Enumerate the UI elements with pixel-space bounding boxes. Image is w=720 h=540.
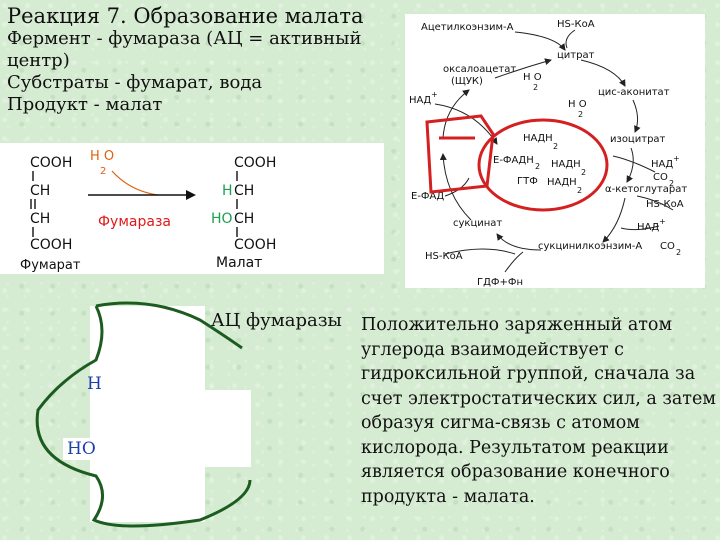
page-title: Реакция 7. Образование малата: [7, 4, 364, 28]
nad-right2-sup: +: [659, 217, 666, 226]
nadh2-mid-sub: 2: [581, 168, 586, 177]
enzyme-label: Фумараза: [98, 214, 171, 230]
water-sub: 2: [100, 166, 106, 177]
explanation-text: Положительно заряженный атом углерода вз…: [361, 315, 716, 507]
gdf: ГДФ+Фн: [477, 277, 523, 288]
malate-c2: CH: [234, 183, 254, 199]
co2-a-sub: 2: [669, 179, 674, 188]
fumarate-c1: COOH: [30, 155, 72, 171]
acetyl-coa: Ацетилкоэнзим-А: [421, 22, 514, 33]
succinate: сукцинат: [453, 218, 502, 229]
reaction-svg: COOH CH CH COOH Фумарат H O 2 Фумараза C…: [20, 149, 276, 273]
enzyme-line: Фермент - фумараза (АЦ = активный центр): [7, 28, 362, 71]
nadh2-top-sub: 2: [553, 142, 558, 151]
nadh2-mid: НАДН: [551, 159, 581, 170]
isocitrate: изоцитрат: [610, 134, 666, 145]
cycle-svg: Ацетилкоэнзим-А HS-КоА цитрат оксалоацет…: [409, 19, 687, 288]
ho-group-label: HO: [63, 438, 100, 460]
fumarate-label: Фумарат: [20, 258, 81, 273]
krebs-cycle-diagram: Ацетилкоэнзим-А HS-КоА цитрат оксалоацет…: [405, 14, 705, 288]
fumarate-c2: CH: [30, 183, 50, 199]
hs-coa-right: HS-КоА: [646, 199, 684, 210]
co2-a: CO: [653, 172, 668, 183]
nadh2-top: НАДН: [523, 133, 553, 144]
nad-right-sup: +: [673, 154, 680, 163]
e-fadh2-sub: 2: [535, 162, 540, 171]
h2o-a-sub: 2: [533, 83, 538, 92]
alpha-kg: α-кетоглутарат: [605, 184, 687, 195]
highlight-pentagon: [425, 114, 495, 194]
nad-right2: НАД: [637, 222, 659, 233]
co2-b-sub: 2: [676, 248, 681, 257]
succinyl-coa: сукцинилкоэнзим-А: [538, 241, 642, 252]
e-fadh2: Е-ФАДН: [493, 155, 534, 166]
active-center-label: АЦ фумаразы: [211, 310, 342, 331]
h2o-b-sub: 2: [578, 110, 583, 119]
nadh2-low: НАДН: [547, 177, 577, 188]
malate-c3: CH: [234, 211, 254, 227]
nad-left: НАД: [409, 95, 431, 106]
co2-b: CO: [660, 241, 675, 252]
gtf: ГТФ: [517, 176, 538, 187]
nadh2-low-sub: 2: [577, 186, 582, 195]
hs-coa-top: HS-КоА: [557, 19, 595, 30]
product-line: Продукт - малат: [7, 94, 163, 115]
h2o-b: H O: [568, 99, 587, 110]
fumarate-c4: COOH: [30, 237, 72, 253]
mitochondria-oval: [477, 118, 609, 212]
shchuk: (ЩУК): [451, 76, 483, 87]
malate-label: Малат: [216, 255, 262, 271]
malate-c4: COOH: [234, 237, 276, 253]
substrate-pocket: [144, 390, 251, 467]
malate-ho: HO: [211, 211, 233, 227]
header: Реакция 7. Образование малата Фермент - …: [7, 4, 402, 116]
citrate: цитрат: [557, 50, 595, 61]
malate-c1: COOH: [234, 155, 276, 171]
hs-coa-bottom: HS-КоА: [425, 251, 463, 262]
substrates-line: Субстраты - фумарат, вода: [7, 72, 263, 93]
oxaloacetate: оксалоацетат: [443, 64, 516, 75]
e-fad: Е-ФАД: [411, 191, 444, 202]
fumarate-c3: CH: [30, 211, 50, 227]
nad-right: НАД: [651, 159, 673, 170]
malate-h: H: [222, 183, 233, 199]
h-atom-label: H: [87, 374, 102, 394]
reaction-scheme: COOH CH CH COOH Фумарат H O 2 Фумараза C…: [0, 143, 384, 274]
cis-aconitate: цис-аконитат: [598, 87, 670, 98]
nad-left-sup: +: [431, 90, 438, 99]
water-label: H O: [90, 149, 114, 164]
h2o-a: H O: [523, 72, 542, 83]
